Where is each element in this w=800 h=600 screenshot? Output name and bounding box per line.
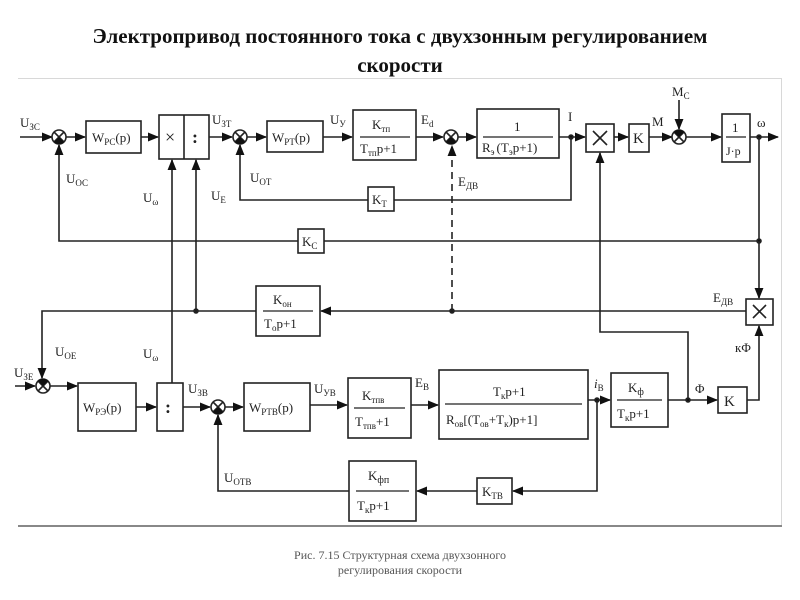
summer-current xyxy=(232,129,248,145)
wire-flux-to-product xyxy=(595,151,689,400)
label-omega: ω xyxy=(757,115,766,130)
text-field-current-regulator: WРТВ(p) xyxy=(249,400,293,417)
text-flux-k: K xyxy=(724,394,735,410)
label-u-oe: UОЕ xyxy=(55,344,77,361)
block-torque-k xyxy=(628,123,650,153)
text-tp-num: Kтп xyxy=(372,117,390,134)
label-u-zt: UЗТ xyxy=(212,112,232,129)
wire-kt-to-s2 xyxy=(235,143,368,201)
title-line-2: скорости xyxy=(357,53,443,77)
caption-line-1: Рис. 7.15 Структурная схема двухзонного xyxy=(294,548,506,562)
wire-current-feedback xyxy=(390,137,572,201)
text-current-fb: KТ xyxy=(372,192,387,209)
label-u-yv: UУВ xyxy=(314,381,336,398)
text-fp-den: Tкp+1 xyxy=(357,498,390,515)
label-e-v: EВ xyxy=(415,375,429,392)
summer-speed xyxy=(51,129,67,145)
title-line-1: Электропривод постоянного тока с двухзон… xyxy=(92,24,708,48)
text-speed-regulator: WРС(p) xyxy=(92,130,131,147)
block-emf-regulator xyxy=(77,382,137,432)
slide-title: Электропривод постоянного тока с двухзон… xyxy=(0,22,800,80)
text-ov-den: Rов[(Tов+Tк)p+1] xyxy=(446,412,537,429)
label-e-dv: EДВ xyxy=(458,174,478,191)
wire-kphi-to-product xyxy=(747,324,764,401)
frame-top-border xyxy=(18,78,782,79)
label-u-otv: UОТВ xyxy=(224,470,251,487)
label-u-zv: UЗВ xyxy=(188,381,208,398)
block-speed-fb xyxy=(297,228,325,254)
caption-line-2: регулирования скорости xyxy=(337,563,463,577)
text-flux-num: Kф xyxy=(628,380,644,398)
frame-right-border xyxy=(781,78,782,526)
text-mult: × xyxy=(165,127,175,147)
label-k-phi: кΦ xyxy=(735,340,751,355)
figure-caption: Рис. 7.15 Структурная схема двухзонного … xyxy=(0,548,800,578)
wire-iv-feedback xyxy=(511,400,598,496)
wire-kc-to-s1 xyxy=(54,143,298,242)
block-armature xyxy=(476,108,560,159)
text-arm-den: Rэ(Tэp+1) xyxy=(482,140,537,157)
block-current-fb xyxy=(367,186,395,212)
text-inertia-den: J·p xyxy=(726,144,741,158)
block-divider xyxy=(156,382,184,432)
label-u-ot: UОТ xyxy=(250,170,272,187)
block-field-current-regulator xyxy=(243,382,311,432)
label-m: M xyxy=(652,114,664,129)
text-ov-num: Tкp+1 xyxy=(493,384,526,401)
block-thyristor-converter xyxy=(352,109,417,161)
label-u-y: UУ xyxy=(330,112,346,129)
summer-field-current xyxy=(210,399,226,415)
text-inertia-num: 1 xyxy=(732,120,739,135)
label-i-v: iВ xyxy=(594,376,604,393)
label-u-omega: Uω xyxy=(143,190,158,207)
label-u-oc: UОС xyxy=(66,171,88,188)
wire-filter-to-s5 xyxy=(37,310,256,380)
text-div: : xyxy=(192,127,198,147)
text-current-regulator: WРТ(p) xyxy=(272,130,310,147)
block-current-regulator xyxy=(266,120,324,153)
label-m-c: MС xyxy=(672,84,690,101)
label-e-d: Ed xyxy=(421,112,434,129)
label-u-omega-lower: Uω xyxy=(143,346,158,363)
text-field-current-fb: KТВ xyxy=(482,484,503,501)
label-u-e: UЕ xyxy=(211,188,226,205)
text-tpv-den: Tтпв+1 xyxy=(355,414,390,431)
summer-emf-reg xyxy=(35,378,51,394)
text-divider: : xyxy=(165,397,171,417)
label-e-dv-lower: EДВ xyxy=(713,290,733,307)
text-torque-k: K xyxy=(633,131,644,147)
node-phi xyxy=(685,397,691,403)
text-filter-num: Kон xyxy=(273,292,292,309)
label-u-ze: UЗЕ xyxy=(14,365,34,382)
label-u-zs: UЗС xyxy=(20,115,40,132)
block-inertia xyxy=(721,113,751,163)
frame-bottom-border xyxy=(18,525,782,527)
summer-emf xyxy=(443,129,459,145)
text-tpv-num: Kтпв xyxy=(362,388,384,405)
text-filter-den: Tоp+1 xyxy=(264,316,297,333)
label-i: I xyxy=(568,109,572,124)
text-flux-den: Tкp+1 xyxy=(617,406,650,423)
text-fp-num: Kфп xyxy=(368,468,390,486)
label-phi: Φ xyxy=(695,381,705,396)
text-arm-num: 1 xyxy=(514,119,521,134)
text-speed-fb: KС xyxy=(302,234,317,251)
summer-torque xyxy=(671,129,687,145)
wire-fp-to-s6 xyxy=(213,413,349,492)
text-emf-regulator: WРЭ(p) xyxy=(83,400,121,417)
text-tp-den: Tтпp+1 xyxy=(360,141,397,158)
